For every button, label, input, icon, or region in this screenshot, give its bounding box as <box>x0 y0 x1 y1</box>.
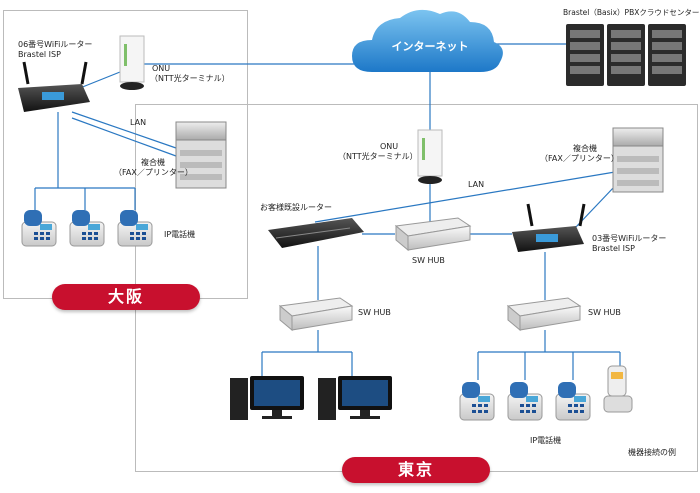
osaka-mfp-label-2: （FAX／プリンター） <box>114 168 193 177</box>
osaka-onu-label-2: （NTT光ターミナル） <box>150 74 230 83</box>
tokyo-onu-label-2: （NTT光ターミナル） <box>338 152 418 161</box>
tokyo-wifi-router-icon <box>512 203 586 252</box>
sw-hub-center-label: SW HUB <box>412 256 445 265</box>
internet-cloud-icon <box>352 9 503 72</box>
tokyo-mfp-label-1: 複合機 <box>573 144 597 153</box>
osaka-router-label-1: 06番号WiFiルーター <box>18 40 93 49</box>
osaka-region-label: 大阪 <box>52 284 200 310</box>
osaka-wifi-router-icon <box>18 61 90 112</box>
osaka-ip-phone-icon <box>21 210 153 247</box>
internet-label: インターネット <box>391 40 469 53</box>
sw-hub-right-label: SW HUB <box>588 308 621 317</box>
desktop-pc-icon <box>230 376 304 420</box>
tokyo-ip-phone-icon <box>459 382 591 421</box>
sw-hub-left-label: SW HUB <box>358 308 391 317</box>
tokyo-router-label-1: 03番号WiFiルーター <box>592 234 667 243</box>
tokyo-mfp-icon <box>612 127 664 193</box>
osaka-lan-label: LAN <box>130 118 147 127</box>
tokyo-lan-label: LAN <box>468 180 485 189</box>
caption: 機器接続の例 <box>628 448 676 457</box>
osaka-mfp-icon <box>175 121 227 189</box>
sw-hub-right-icon <box>506 297 582 332</box>
desktop-pc-icon <box>318 376 392 420</box>
customer-router-label: お客様既設ルーター <box>260 203 332 212</box>
cordless-phone-icon <box>603 365 633 413</box>
tokyo-phones-label: IP電話機 <box>530 436 562 445</box>
osaka-onu-label-1: ONU <box>152 64 171 73</box>
customer-router-icon <box>268 218 364 248</box>
pbx-label: Brastel（Basix）PBXクラウドセンター <box>563 8 700 17</box>
tokyo-router-label-2: Brastel ISP <box>592 244 635 253</box>
tokyo-onu-icon <box>417 129 443 184</box>
osaka-router-label-2: Brastel ISP <box>18 50 61 59</box>
connection-lines <box>34 43 621 380</box>
tokyo-onu-label-1: ONU <box>380 142 399 151</box>
tokyo-region-label: 東京 <box>342 457 490 483</box>
sw-hub-center-icon <box>394 217 472 252</box>
osaka-onu-icon <box>119 35 145 90</box>
sw-hub-left-icon <box>278 297 354 332</box>
pbx-server-icon <box>566 24 686 86</box>
osaka-phones-label: IP電話機 <box>164 230 196 239</box>
osaka-mfp-label-1: 複合機 <box>141 158 165 167</box>
tokyo-mfp-label-2: （FAX／プリンター） <box>540 154 619 163</box>
